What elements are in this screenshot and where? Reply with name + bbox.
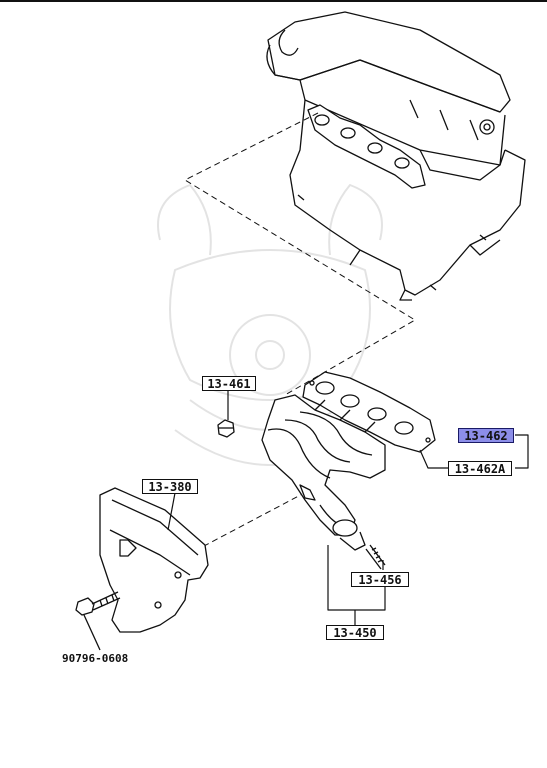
exhaust-manifold [261, 394, 386, 570]
callout-13-450[interactable]: 13-450 [326, 625, 384, 640]
top-border [0, 0, 547, 2]
callout-90796-0608[interactable]: 90796-0608 [62, 652, 129, 665]
leader-lines [167, 390, 529, 625]
callout-13-462[interactable]: 13-462 [458, 428, 514, 443]
callout-13-380[interactable]: 13-380 [142, 479, 198, 494]
bolt-90796-0608 [75, 591, 121, 651]
manifold-gasket [302, 371, 436, 453]
heat-insulator [99, 487, 209, 633]
callout-13-462a[interactable]: 13-462A [448, 461, 512, 476]
nut-13-461 [217, 419, 235, 438]
callout-13-461[interactable]: 13-461 [202, 376, 256, 391]
callout-13-456[interactable]: 13-456 [351, 572, 409, 587]
reference-dashes [167, 112, 416, 566]
engine-block [266, 11, 526, 301]
